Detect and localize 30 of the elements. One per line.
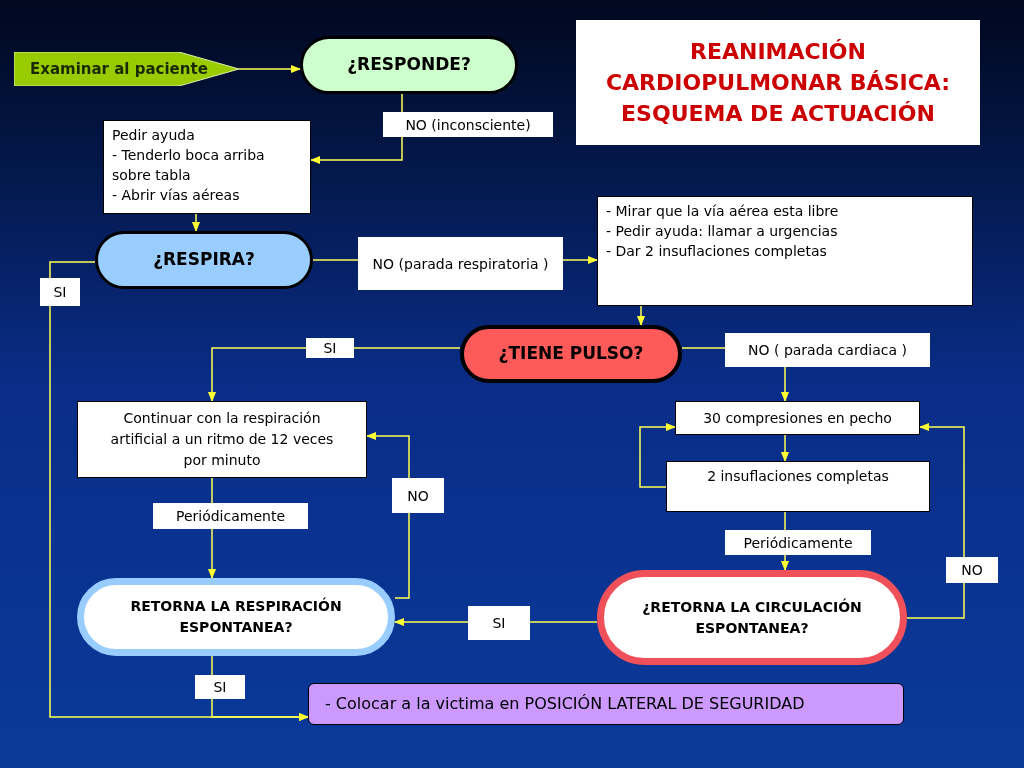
process-box: - Mirar que la vía aérea esta libre - Pedir ayuda: llamar a urgencias - Dar 2 insuflaciones completas xyxy=(597,196,973,306)
edge-label: NO (inconsciente) xyxy=(383,112,553,137)
start-arrow-shape: Examinar al paciente xyxy=(14,52,239,86)
edge-label: SI xyxy=(468,606,530,640)
arrow xyxy=(238,64,302,74)
action-box: - Colocar a la victima en POSICIÓN LATERAL DE SEGURIDAD xyxy=(308,683,904,725)
edge-label: NO xyxy=(392,478,444,513)
decision-pill: RETORNA LA RESPIRACIÓN ESPONTANEA? xyxy=(77,578,395,656)
arrow xyxy=(780,434,790,463)
process-box: Pedir ayuda - Tenderlo boca arriba sobre tabla - Abrir vías aéreas xyxy=(103,120,311,214)
decision-pill: ¿TIENE PULSO? xyxy=(460,325,682,383)
decision-pill: ¿RETORNA LA CIRCULACIÓN ESPONTANEA? xyxy=(597,570,907,665)
edge-label: Periódicamente xyxy=(725,530,871,555)
edge-label: SI xyxy=(306,338,354,358)
edge-label: Periódicamente xyxy=(153,503,308,529)
process-box: 2 insuflaciones completas xyxy=(666,461,930,512)
edge-label: SI xyxy=(40,278,80,306)
edge-label: NO (parada respiratoria ) xyxy=(358,237,563,290)
arrow xyxy=(906,422,965,619)
decision-pill: ¿RESPONDE? xyxy=(300,36,518,94)
process-box: 30 compresiones en pecho xyxy=(675,401,920,435)
edge-label: SI xyxy=(195,675,245,699)
edge-label: NO xyxy=(946,557,998,583)
title: REANIMACIÓN CARDIOPULMONAR BÁSICA: ESQUEMA DE ACTUACIÓN xyxy=(576,20,980,145)
decision-pill: ¿RESPIRA? xyxy=(95,231,313,289)
arrow xyxy=(191,213,201,233)
edge-label: NO ( parada cardiaca ) xyxy=(725,333,930,367)
arrow xyxy=(639,422,677,488)
process-box: Continuar con la respiración artificial a un ritmo de 12 veces por minuto xyxy=(77,401,367,478)
arrow xyxy=(636,305,646,327)
